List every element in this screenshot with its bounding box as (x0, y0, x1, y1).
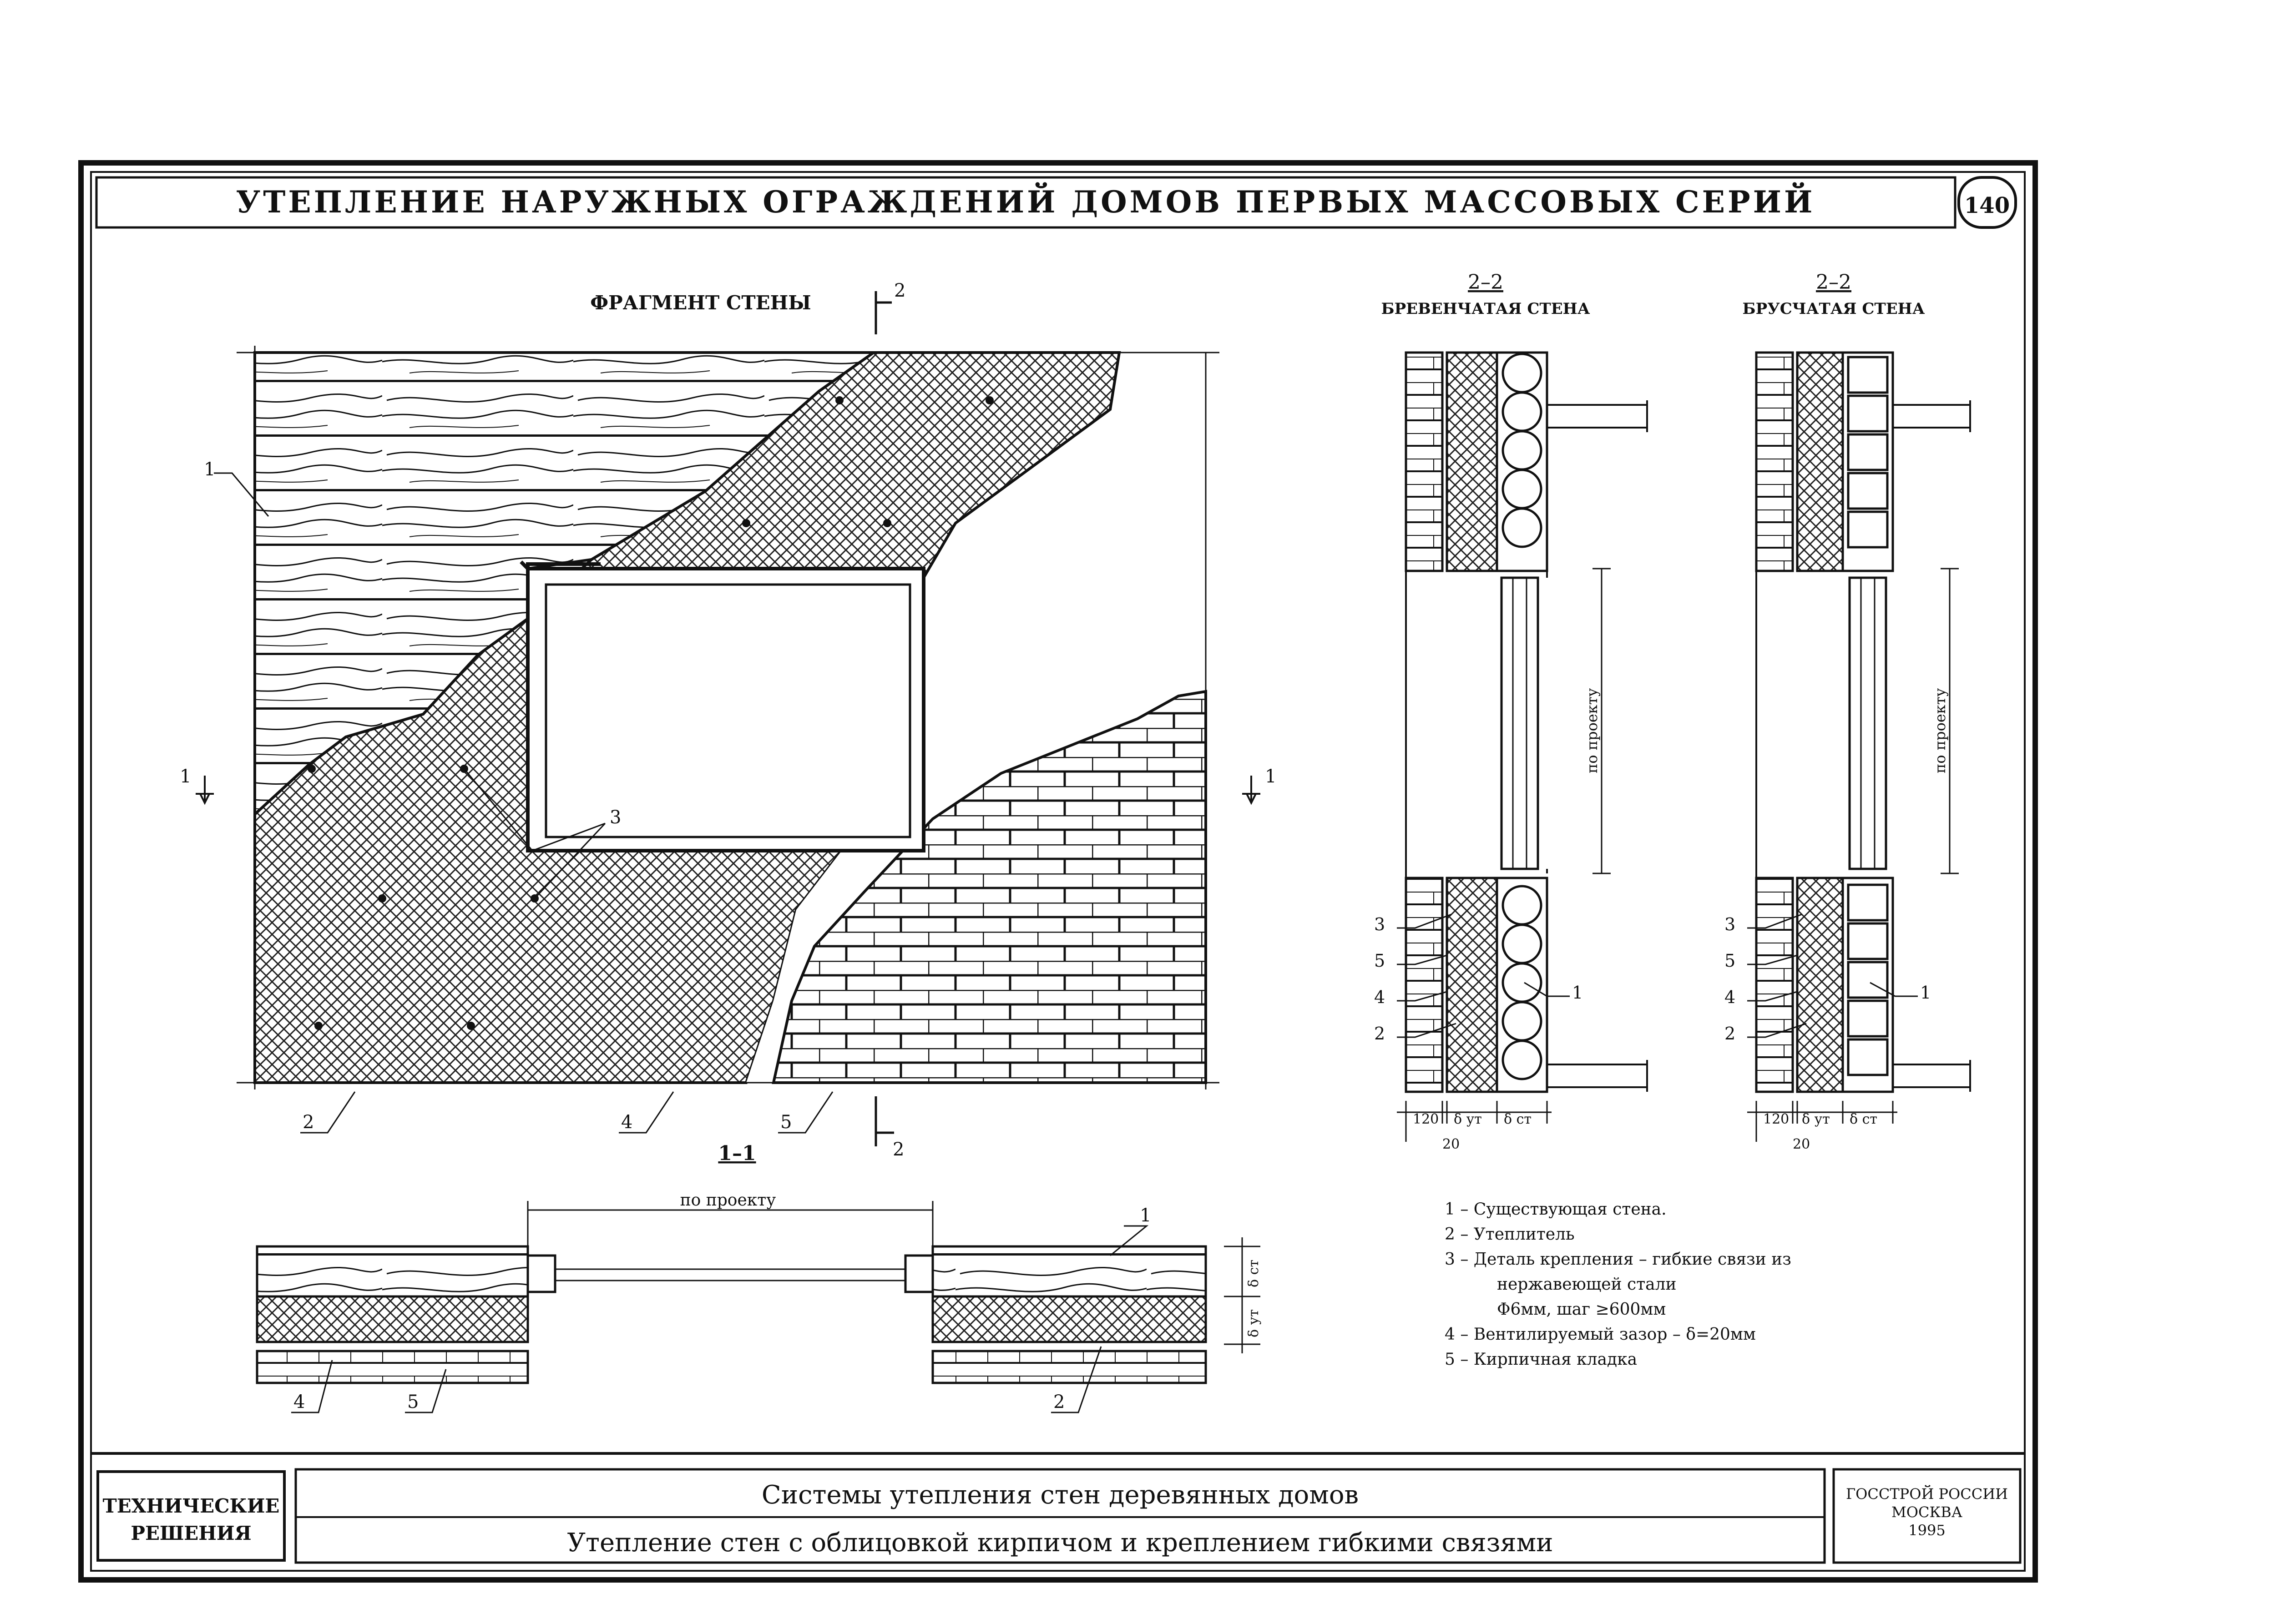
plan-section-1-1: 1–1 по проекту δ ст δ ут 1 4 5 2 (256, 1142, 1262, 1413)
section-beam-callouts: 3 5 4 2 1 (1724, 913, 1931, 1044)
beams-lower (1847, 883, 1889, 1076)
legend-line-7: 5 – Кирпичная кладка (1445, 1350, 1637, 1369)
section-beam-callout-1: 1 (1920, 983, 1931, 1003)
plan-dim-delta-st: δ ст (1246, 1260, 1262, 1287)
callout-3: 3 (610, 807, 621, 828)
org-line2: МОСКВА (1891, 1503, 1962, 1521)
header-title: УТЕПЛЕНИЕ НАРУЖНЫХ ОГРАЖДЕНИЙ ДОМОВ ПЕРВ… (236, 182, 1815, 220)
section-beam-callout-4: 4 (1724, 987, 1735, 1007)
section-log-title: БРЕВЕНЧАТАЯ СТЕНА (1381, 300, 1590, 318)
inner-frame (90, 171, 2026, 1572)
fragment-title: ФРАГМЕНТ СТЕНЫ (590, 292, 811, 314)
section-log-callout-2: 2 (1374, 1024, 1385, 1044)
org-line3: 1995 (1908, 1522, 1945, 1539)
section-beam-callout-2: 2 (1724, 1024, 1735, 1044)
section-beam-dim-delta-st: δ ст (1850, 1111, 1877, 1127)
section-log-dim: по проекту (1583, 688, 1601, 773)
section-beam-dim-120: 120 (1763, 1111, 1789, 1127)
callout-2: 2 (303, 1112, 314, 1133)
section-log-wall: 2–2 БРЕВЕНЧАТАЯ СТЕНА по проекту 3 (1374, 271, 1648, 1152)
section-beam-dim-20: 20 (1793, 1136, 1810, 1152)
section-log-callout-1: 1 (1572, 983, 1583, 1003)
plan-callout-2: 2 (1053, 1392, 1065, 1412)
category-line2: РЕШЕНИЯ (131, 1522, 251, 1544)
section-mark-top: 2 (894, 280, 905, 301)
logs-lower (1502, 885, 1542, 1080)
plan-callout-4: 4 (293, 1392, 305, 1412)
outer-frame (78, 160, 2038, 1583)
section-log-callouts: 3 5 4 2 1 (1374, 913, 1583, 1044)
section-beam-title: БРУСЧАТАЯ СТЕНА (1743, 300, 1925, 318)
section-beam-callout-5: 5 (1724, 951, 1735, 971)
header: УТЕПЛЕНИЕ НАРУЖНЫХ ОГРАЖДЕНИЙ ДОМОВ ПЕРВ… (95, 176, 2017, 229)
section-beam-mark: 2–2 (1816, 271, 1851, 294)
title-block: ТЕХНИЧЕСКИЕ РЕШЕНИЯ Системы утепления ст… (91, 1452, 2025, 1564)
wall-fragment-drawing: ФРАГМЕНТ СТЕНЫ 2 2 1 1 (180, 280, 1276, 1160)
section-beam-callout-3: 3 (1724, 914, 1735, 934)
cut-mark-right: 1 (1265, 766, 1276, 787)
plan-dim-label: по проекту (680, 1191, 776, 1210)
section-log-dim-20: 20 (1442, 1136, 1460, 1152)
section-log-callout-5: 5 (1374, 951, 1385, 971)
sheet-number: 140 (1964, 193, 2010, 218)
callout-4: 4 (621, 1112, 632, 1133)
tie-points (308, 396, 994, 1030)
plan-section-title: 1–1 (718, 1142, 756, 1165)
legend-line-3: 3 – Деталь крепления – гибкие связи из (1445, 1250, 1791, 1269)
system-title: Системы утепления стен деревянных домов (762, 1480, 1359, 1510)
section-beam-dim: по проекту (1931, 688, 1949, 773)
legend-line-5: Φ6мм, шаг ≥600мм (1497, 1300, 1666, 1319)
plan-callout-5: 5 (407, 1392, 419, 1412)
section-log-dim-120: 120 (1413, 1111, 1439, 1127)
plan-callout-1: 1 (1140, 1205, 1151, 1226)
legend-line-6: 4 – Вентилируемый зазор – δ=20мм (1445, 1325, 1756, 1344)
callout-1: 1 (204, 459, 215, 480)
section-log-dim-delta-st: δ ст (1504, 1111, 1532, 1127)
section-mark-bottom: 2 (893, 1139, 904, 1160)
plan-dim-delta-ut: δ ут (1246, 1309, 1262, 1337)
cut-mark-left: 1 (180, 766, 191, 787)
section-log-mark: 2–2 (1468, 271, 1503, 294)
section-log-callout-3: 3 (1374, 914, 1385, 934)
section-log-callout-4: 4 (1374, 987, 1385, 1007)
category-line1: ТЕХНИЧЕСКИЕ (103, 1495, 280, 1517)
section-beam-dim-delta-ut: δ ут (1802, 1111, 1830, 1127)
legend-line-4: нержавеющей стали (1497, 1275, 1676, 1294)
legend-line-2: 2 – Утеплитель (1445, 1225, 1575, 1244)
beams-upper (1847, 356, 1889, 549)
org-line1: ГОССТРОЙ РОССИИ (1846, 1485, 2008, 1503)
sheet-title: Утепление стен с облицовкой кирпичом и к… (567, 1528, 1553, 1558)
logs-upper (1502, 353, 1542, 548)
legend-line-1: 1 – Существующая стена. (1445, 1200, 1667, 1219)
callout-5: 5 (780, 1112, 792, 1133)
section-beam-wall: 2–2 БРУСЧАТАЯ СТЕНА по проекту 3 5 (1724, 271, 1971, 1152)
legend: 1 – Существующая стена. 2 – Утеплитель 3… (1445, 1200, 1791, 1369)
section-log-dim-delta-ut: δ ут (1454, 1111, 1482, 1127)
